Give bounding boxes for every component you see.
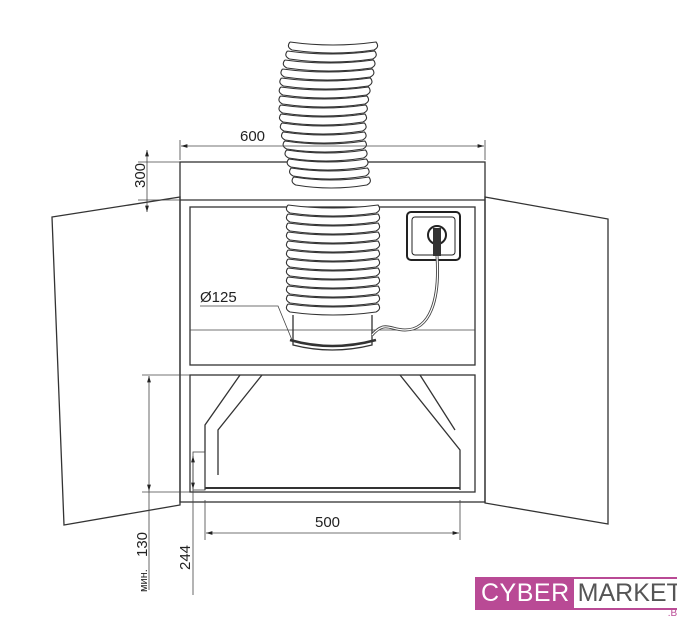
duct-rib (285, 222, 381, 235)
duct-rib (285, 50, 377, 63)
dimension-label: 500 (315, 514, 340, 531)
logo-suffix: .BY (667, 608, 677, 619)
duct-rib (287, 41, 379, 54)
lower-compartment (189, 374, 476, 493)
duct-collar (292, 315, 373, 351)
duct-rib (289, 167, 370, 180)
duct-rib (280, 131, 367, 144)
duct-diameter-label: Ø125 (200, 289, 237, 306)
duct-rib (279, 122, 367, 135)
duct-rib (282, 59, 376, 72)
cybermarket-logo: CYBER MARKET .BY (475, 577, 677, 619)
min-prefix-label: мин. (138, 569, 150, 592)
dimension-width-500: 500 (204, 500, 461, 540)
duct-rib (285, 285, 381, 298)
duct-rib (285, 213, 381, 226)
duct-rib (285, 276, 381, 289)
duct-rib (291, 176, 371, 189)
power-socket-icon (406, 211, 461, 261)
duct-rib (286, 158, 369, 171)
dimension-label: 300 (132, 163, 149, 188)
duct-rib (278, 86, 371, 99)
duct-rib (278, 104, 368, 117)
duct-rib (285, 294, 381, 307)
duct-rib (285, 204, 381, 217)
dimension-label: 600 (240, 128, 265, 145)
left-door (51, 196, 181, 526)
dimension-height-244: 244 (177, 456, 195, 595)
duct-rib (285, 240, 381, 253)
dimension-width-600: 600 (179, 128, 486, 160)
right-door (484, 196, 609, 525)
dimension-height-300: 300 (132, 150, 180, 212)
logo-part1: CYBER (477, 579, 574, 608)
duct-rib (278, 95, 370, 108)
duct-rib (284, 149, 368, 162)
dimension-label: 130 (134, 532, 151, 557)
duct-rib (285, 303, 381, 316)
power-cable (370, 255, 439, 337)
duct-rib (285, 258, 381, 271)
duct-rib (279, 77, 373, 90)
duct-rib (280, 68, 375, 81)
dimension-label: 244 (177, 545, 194, 570)
duct-rib (278, 113, 368, 126)
duct-rib (285, 267, 381, 280)
flexible-duct (278, 41, 381, 316)
cooker-hood (192, 374, 461, 491)
upper-compartment (189, 206, 476, 366)
dimension-min-130: 130 мин. (134, 374, 190, 592)
duct-rib (285, 231, 381, 244)
duct-rib (285, 249, 381, 262)
logo-part2: MARKET (573, 579, 677, 608)
